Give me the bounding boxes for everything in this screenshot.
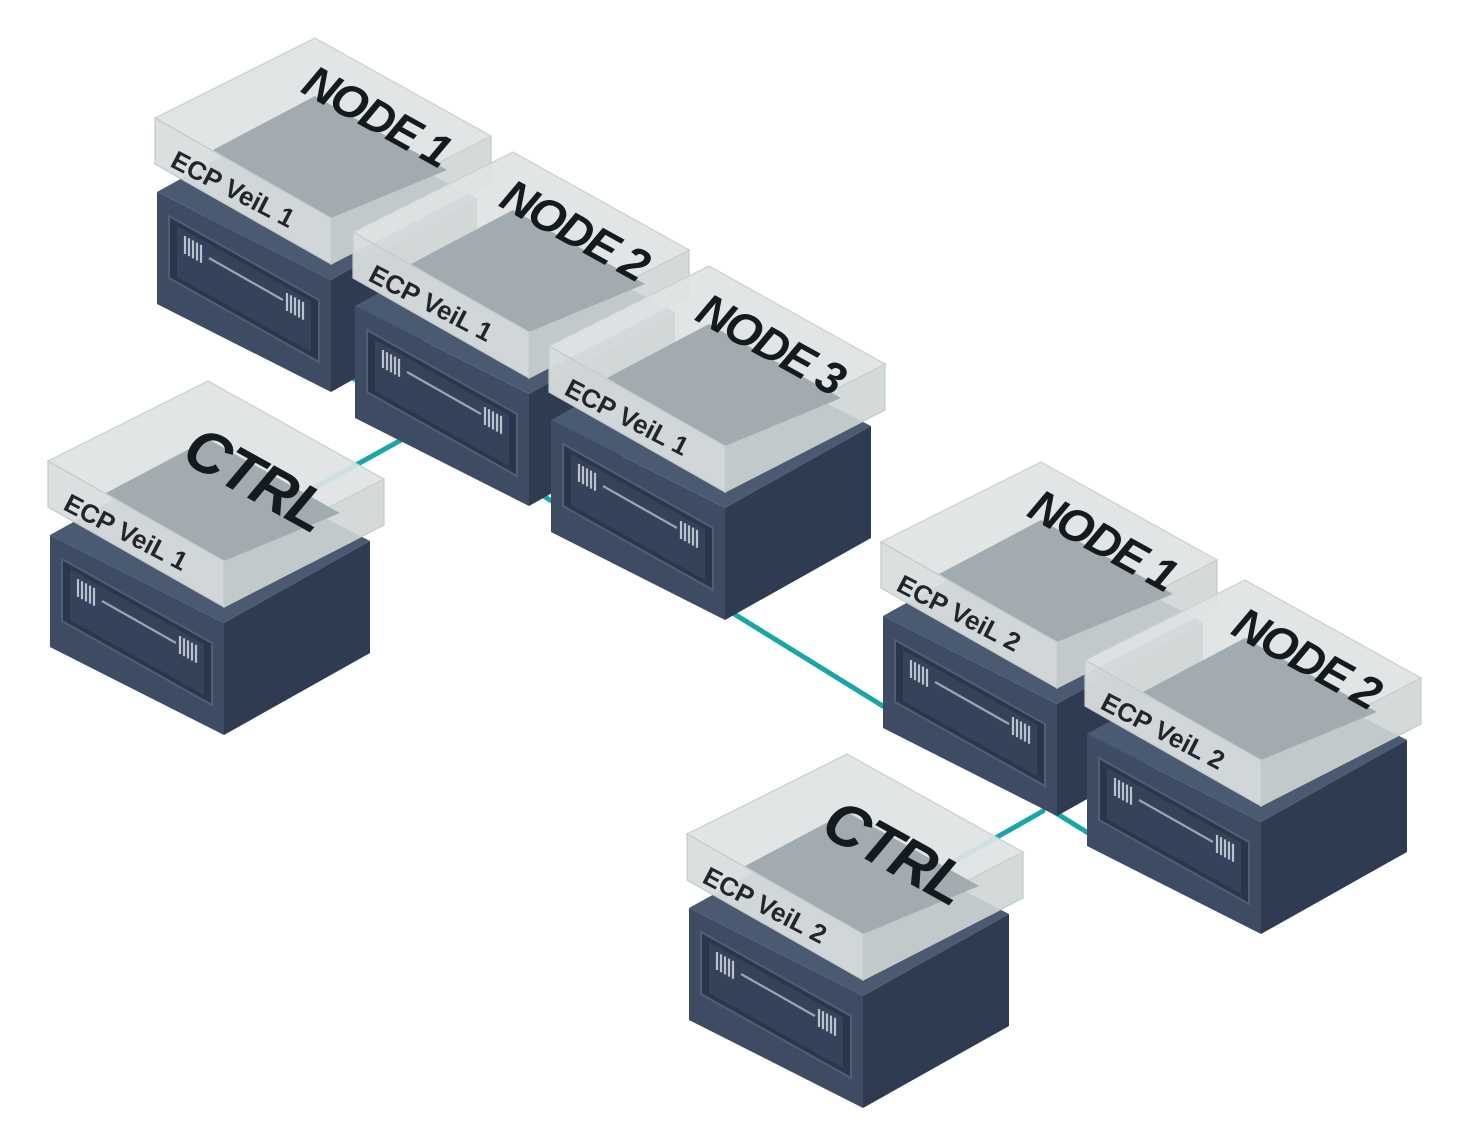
vent-grille: [381, 350, 503, 434]
server-bezel-panel: [177, 226, 311, 352]
cover-inner-block: [1143, 638, 1377, 760]
status-strip: [406, 371, 482, 415]
cover-front-face: [352, 230, 530, 380]
server-bezel-panel: [709, 942, 843, 1068]
vent-grille: [183, 236, 305, 320]
server-side-face: [1261, 740, 1407, 934]
cover-inner-block: [607, 324, 841, 446]
status-strip: [208, 257, 284, 301]
status-strip: [1138, 799, 1214, 843]
cover-front-face: [548, 344, 726, 494]
server-bezel-panel: [903, 650, 1037, 776]
vent-grille: [1113, 778, 1235, 862]
server-side-face: [725, 426, 871, 620]
vent-grille: [715, 952, 837, 1036]
cover-inner-block: [106, 439, 340, 561]
cover-front-face: [154, 116, 332, 266]
cover-front-face: [47, 459, 225, 609]
cover-inner-block: [939, 520, 1173, 642]
server-bezel-panel: [70, 569, 204, 695]
status-strip: [101, 600, 177, 644]
vent-grille: [909, 660, 1031, 744]
server-bezel-panel: [571, 454, 705, 580]
status-strip: [934, 681, 1010, 725]
vent-grille: [76, 579, 198, 663]
cover-front-face: [1084, 658, 1262, 808]
server-bezel-panel: [1107, 768, 1241, 894]
server-side-face: [863, 914, 1009, 1108]
cover-inner-block: [213, 96, 447, 218]
cover-front-face: [686, 832, 864, 982]
cover-front-face: [880, 540, 1058, 690]
server-bezel-panel: [375, 340, 509, 466]
cover-inner-block: [745, 812, 979, 934]
status-strip: [602, 485, 678, 529]
vent-grille: [577, 464, 699, 548]
server-side-face: [224, 541, 370, 735]
status-strip: [740, 973, 816, 1017]
cover-inner-block: [411, 210, 645, 332]
